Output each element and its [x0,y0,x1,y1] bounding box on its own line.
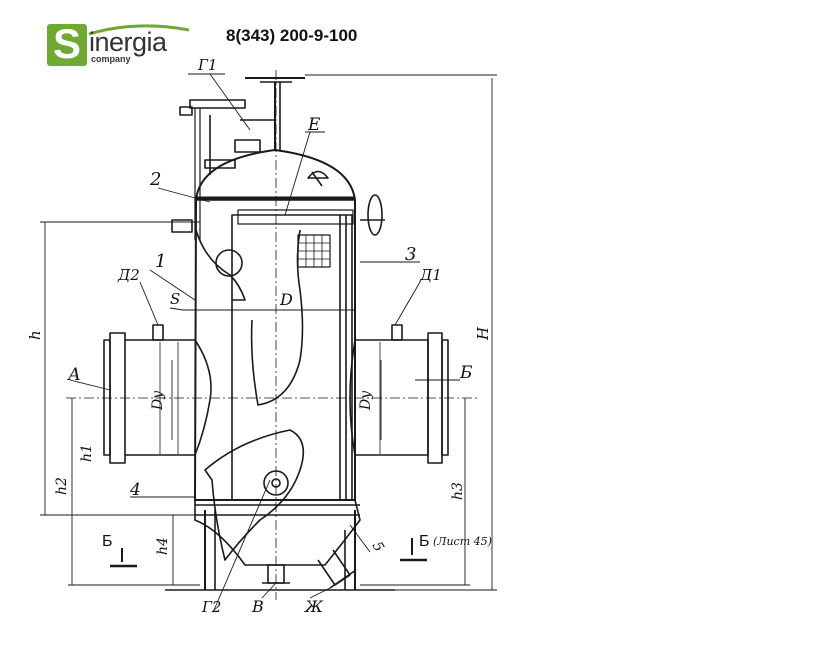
centerlines [66,70,480,600]
label-v: В [251,597,264,616]
label-d2: Д2 [117,266,140,284]
label-b-section-left: Б [102,533,113,550]
vessel-bottom [165,470,395,591]
label-g1-top: Г1 [197,56,217,74]
top-mechanism [171,77,385,240]
phone-number: 8(343) 200-9-100 [226,26,358,45]
label-5: 5 [369,539,387,555]
label-e: Е [307,115,321,135]
label-g2: Г2 [201,598,221,616]
label-sheet-ref: (Лист 45) [433,535,492,548]
label-2: 2 [149,169,161,190]
label-h: h [26,330,44,340]
logo-sub: company [91,54,131,64]
label-b-section-right: Б [419,533,430,550]
label-d1: Д1 [419,266,442,284]
label-b-right: Б [459,363,473,383]
label-a: А [67,365,81,385]
vessel-body [194,149,356,561]
label-4: 4 [129,480,141,500]
label-h4: h4 [155,537,171,555]
label-h1: h1 [79,444,95,462]
label-s: S [170,290,180,308]
logo-badge: S [47,20,87,67]
logo-swoosh-icon [88,24,190,36]
dimension-lines [40,73,497,611]
label-1: 1 [155,251,166,272]
logo-text: inergia [89,27,167,57]
label-H: H [474,326,492,341]
label-zh: Ж [304,597,324,616]
logo-letter: S [52,20,81,67]
label-h2: h2 [54,477,70,495]
label-h3: h3 [450,482,466,500]
label-du-right: Dу [358,390,374,411]
label-du-left: Dу [150,390,166,411]
label-d: D [279,290,293,309]
sinergia-logo: S inergia company [47,20,190,68]
label-3: 3 [405,244,416,265]
